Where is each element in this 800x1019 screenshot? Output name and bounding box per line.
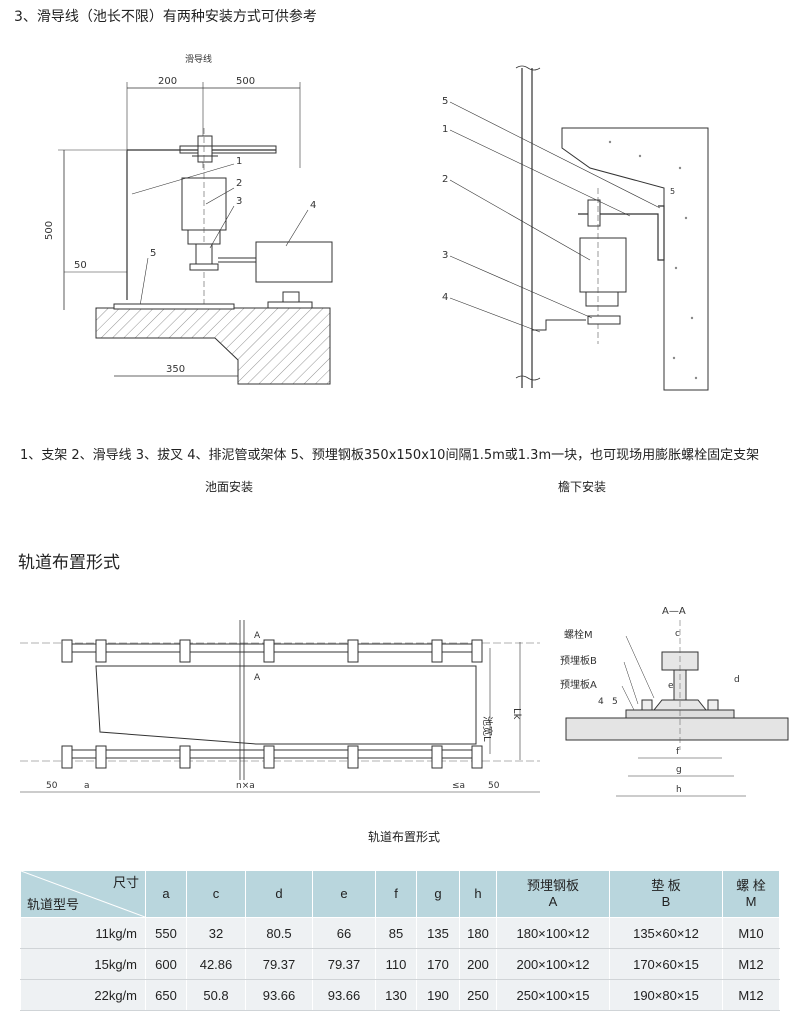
callout-1: 1 — [442, 124, 448, 135]
table-cell: 93.66 — [312, 979, 376, 1011]
callout-4: 4 — [442, 292, 448, 303]
track-caption: 轨道布置形式 — [368, 830, 441, 844]
lk-label: Lk — [511, 708, 522, 720]
table-cell: 80.5 — [245, 917, 313, 949]
table-cell: 110 — [375, 948, 417, 980]
callout-5: 5 — [442, 96, 448, 107]
table-cell: 190 — [416, 979, 460, 1011]
table-cell: 135 — [416, 917, 460, 949]
table-cell: 135×60×12 — [609, 917, 723, 949]
eave-installation-diagram: 5 5 1 2 3 4 — [442, 65, 709, 391]
dim-500-vertical: 500 — [44, 221, 55, 240]
table-cell: 600 — [145, 948, 187, 980]
col-header-g: g — [416, 870, 460, 918]
dim-nxa: n×a — [236, 781, 255, 791]
track-layout-diagram: A A 池宽L Lk 50 a n×a ≤a 50 — [20, 620, 540, 793]
table-cell: 93.66 — [245, 979, 313, 1011]
table-cell: 85 — [375, 917, 417, 949]
table-cell: 66 — [312, 917, 376, 949]
plate-b-label: 预埋板B — [560, 654, 597, 667]
table-cell: 250×100×15 — [496, 979, 610, 1011]
col-header-f: f — [375, 870, 417, 918]
dim-d: d — [734, 675, 740, 685]
table-row: 22kg/m 650 50.8 93.66 93.66 130 190 250 … — [20, 979, 780, 1011]
table-cell: M10 — [722, 917, 780, 949]
track-section-title: 轨道布置形式 — [18, 553, 120, 573]
table-cell: 22kg/m — [20, 979, 146, 1011]
table-cell: 170 — [416, 948, 460, 980]
dim-le-a: ≤a — [452, 781, 465, 791]
section-aa-title: A—A — [662, 606, 686, 617]
callout-2: 2 — [236, 178, 242, 189]
callout-5: 5 — [150, 248, 156, 259]
col-header-bolt: 螺 栓 M — [722, 870, 780, 918]
table-cell: 42.86 — [186, 948, 246, 980]
col-header-c: c — [186, 870, 246, 918]
table-cell: 130 — [375, 979, 417, 1011]
table-cell: 180×100×12 — [496, 917, 610, 949]
table-header-row: 尺寸 轨道型号 a c d e f g h 预埋钢板 A 垫 板 B 螺 栓 M — [20, 870, 780, 918]
wire-label: 滑导线 — [185, 53, 212, 65]
dim-a: a — [84, 781, 90, 791]
small-callout-5: 5 — [670, 187, 675, 196]
col-header-a: a — [145, 870, 187, 918]
dim-50-left: 50 — [46, 781, 58, 791]
table-row: 15kg/m 600 42.86 79.37 79.37 110 170 200… — [20, 948, 780, 980]
pool-width-label: 池宽L — [481, 716, 494, 742]
table-cell: M12 — [722, 948, 780, 980]
bolt-label: 螺栓M — [564, 628, 593, 641]
dim-500: 500 — [236, 76, 255, 87]
section-mark-a-bottom: A — [254, 673, 261, 683]
mark-4: 4 — [598, 697, 604, 707]
dim-g: g — [676, 765, 682, 775]
table-cell: 650 — [145, 979, 187, 1011]
section-heading: 3、滑导线（池长不限）有两种安装方式可供参考 — [14, 9, 317, 25]
dim-e: e — [668, 681, 674, 691]
table-cell: 180 — [459, 917, 497, 949]
callout-3: 3 — [236, 196, 242, 207]
callout-4: 4 — [310, 200, 316, 211]
table-cell: 170×60×15 — [609, 948, 723, 980]
table-cell: 79.37 — [312, 948, 376, 980]
callout-2: 2 — [442, 174, 448, 185]
table-cell: 200 — [459, 948, 497, 980]
corner-top-label: 尺寸 — [112, 875, 139, 890]
dim-h: h — [676, 785, 682, 795]
col-header-d: d — [245, 870, 313, 918]
dim-c: c — [675, 629, 680, 639]
dim-50-right: 50 — [488, 781, 500, 791]
section-aa-diagram: A—A 螺栓M 预埋板B 预埋板A c d e 4 5 f g h — [560, 606, 789, 797]
dim-50: 50 — [74, 260, 87, 271]
corner-bottom-label: 轨道型号 — [27, 897, 80, 912]
dim-f: f — [676, 747, 680, 757]
mark-5: 5 — [612, 697, 618, 707]
col-header-plate-b: 垫 板 B — [609, 870, 723, 918]
caption-pool: 池面安装 — [205, 480, 254, 494]
table-row: 11kg/m 550 32 80.5 66 85 135 180 180×100… — [20, 917, 780, 949]
legend-text: 1、支架 2、滑导线 3、拔叉 4、排泥管或架体 5、预埋钢板350x150x1… — [20, 448, 760, 463]
table-cell: 50.8 — [186, 979, 246, 1011]
table-cell: 200×100×12 — [496, 948, 610, 980]
table-corner-header: 尺寸 轨道型号 — [20, 870, 146, 918]
col-header-h: h — [459, 870, 497, 918]
table-cell: 32 — [186, 917, 246, 949]
table-cell: M12 — [722, 979, 780, 1011]
dim-200: 200 — [158, 76, 177, 87]
table-cell: 79.37 — [245, 948, 313, 980]
caption-eave: 檐下安装 — [558, 480, 607, 494]
callout-3: 3 — [442, 250, 448, 261]
rail-spec-table: 尺寸 轨道型号 a c d e f g h 预埋钢板 A 垫 板 B 螺 栓 M… — [20, 870, 780, 1011]
table-cell: 250 — [459, 979, 497, 1011]
table-cell: 11kg/m — [20, 917, 146, 949]
callout-1: 1 — [236, 156, 242, 167]
col-header-e: e — [312, 870, 376, 918]
table-cell: 15kg/m — [20, 948, 146, 980]
section-mark-a-top: A — [254, 631, 261, 641]
plate-a-label: 预埋板A — [560, 678, 597, 691]
col-header-plate-a: 预埋钢板 A — [496, 870, 610, 918]
table-cell: 190×80×15 — [609, 979, 723, 1011]
table-cell: 550 — [145, 917, 187, 949]
dim-350: 350 — [166, 364, 185, 375]
pool-installation-diagram: 滑导线 200 500 4 1 2 3 5 500 50 350 — [44, 53, 333, 385]
